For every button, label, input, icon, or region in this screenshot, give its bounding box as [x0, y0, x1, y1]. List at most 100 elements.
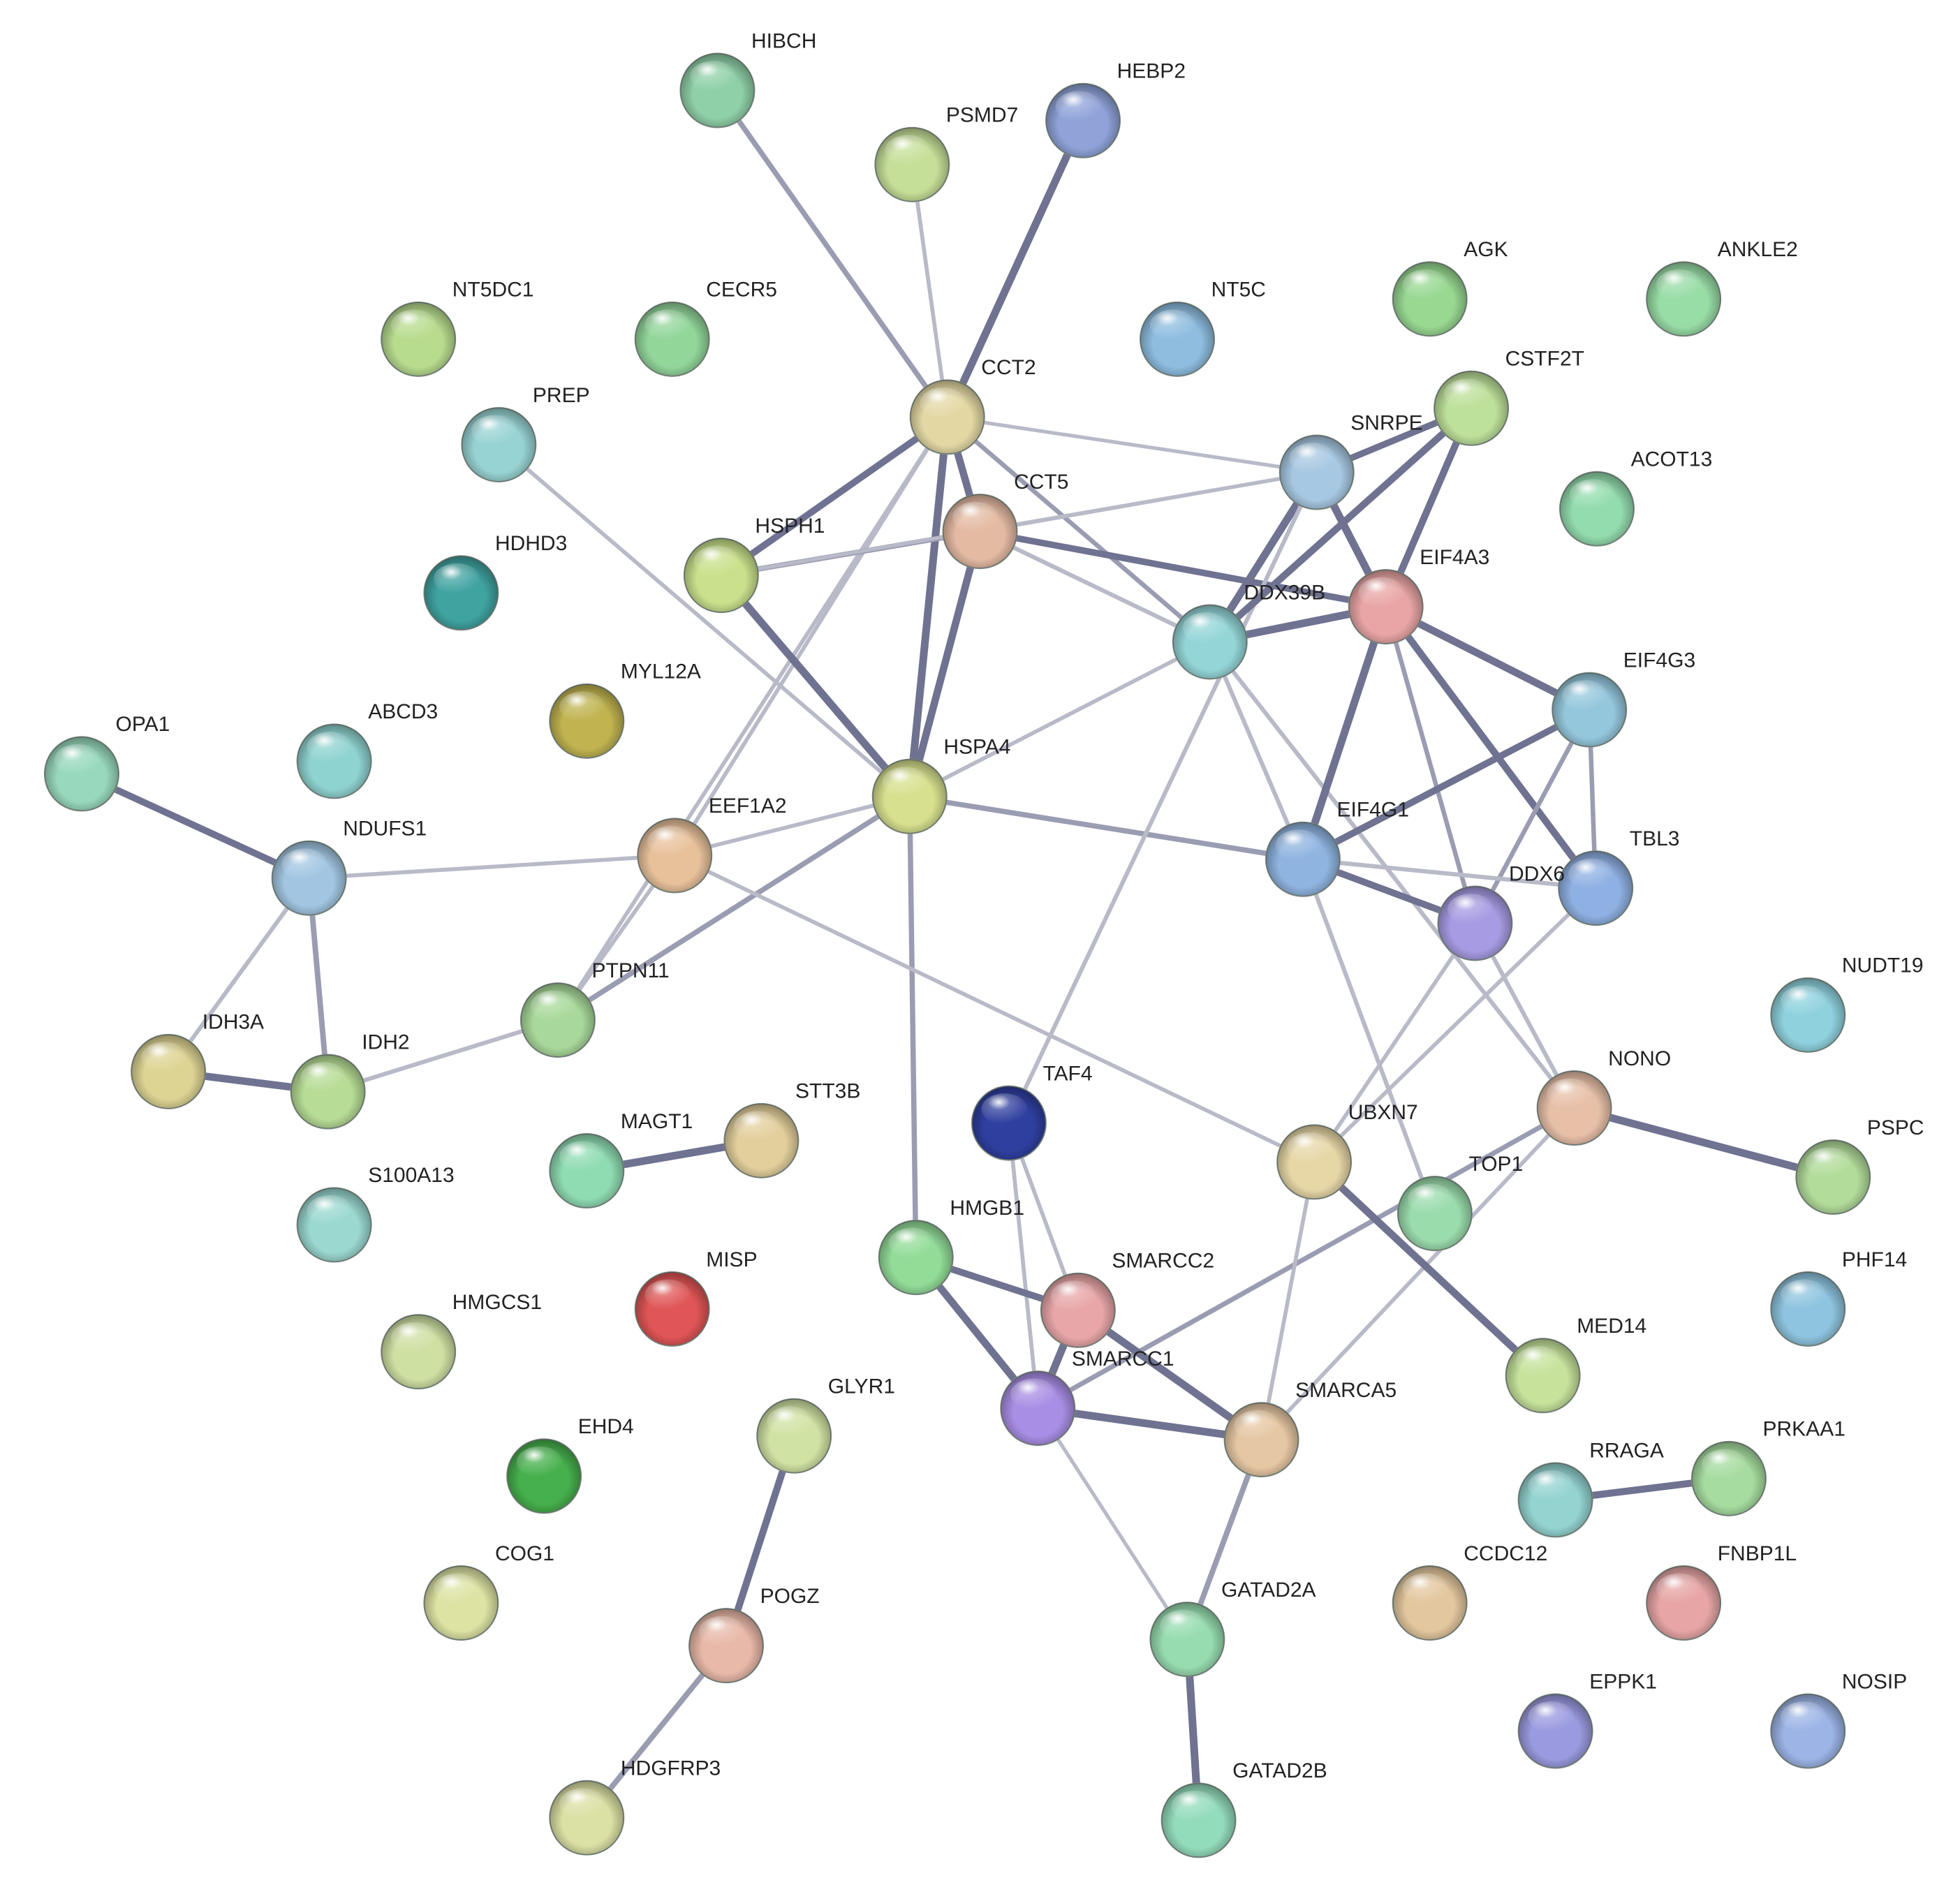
node-hspa4[interactable]: HSPA4 — [871, 736, 1011, 834]
node-ehd4[interactable]: EHD4 — [506, 1415, 634, 1514]
node-nudt19[interactable]: NUDT19 — [1770, 954, 1924, 1053]
node-label: CCT2 — [981, 356, 1036, 379]
node-ccdc12[interactable]: CCDC12 — [1392, 1542, 1548, 1641]
node-highlight — [559, 1788, 605, 1819]
node-pspc1[interactable]: PSPC — [1795, 1116, 1924, 1215]
node-label: EIF4G3 — [1623, 649, 1695, 672]
node-hmgb1[interactable]: HMGB1 — [878, 1197, 1024, 1296]
node-highlight — [390, 1322, 437, 1354]
node-hibch[interactable]: HIBCH — [679, 29, 816, 128]
node-eef1a2[interactable]: EEF1A2 — [637, 795, 787, 894]
node-top1[interactable]: TOP1 — [1397, 1153, 1523, 1252]
node-label: EIF4G1 — [1337, 799, 1409, 822]
node-eif4a3[interactable]: EIF4A3 — [1348, 546, 1490, 645]
node-hebp2[interactable]: HEBP2 — [1045, 60, 1186, 158]
node-smarca5[interactable]: SMARCA5 — [1223, 1379, 1397, 1478]
node-highlight — [1443, 378, 1490, 410]
node-cstf2t[interactable]: CSTF2T — [1434, 348, 1584, 446]
node-cecr5[interactable]: CECR5 — [634, 279, 777, 377]
node-s100a13[interactable]: S100A13 — [296, 1164, 455, 1263]
node-ndufs1[interactable]: NDUFS1 — [271, 818, 427, 916]
node-label: MYL12A — [621, 660, 701, 683]
node-highlight — [1656, 1573, 1702, 1605]
node-label: SNRPE — [1350, 411, 1422, 434]
node-hdhd3[interactable]: HDHD3 — [423, 532, 567, 631]
node-label: MISP — [706, 1248, 757, 1271]
node-label: NT5C — [1211, 279, 1266, 302]
node-pogz[interactable]: POGZ — [688, 1585, 820, 1684]
node-myl12a[interactable]: MYL12A — [549, 660, 701, 759]
node-opa1[interactable]: OPA1 — [43, 713, 170, 812]
node-highlight — [434, 563, 480, 595]
node-cog1[interactable]: COG1 — [423, 1542, 554, 1641]
node-ddx39b[interactable]: DDX39B — [1172, 581, 1325, 680]
node-nosip[interactable]: NOSIP — [1770, 1670, 1907, 1769]
node-smarcc1[interactable]: SMARCC1 — [1000, 1347, 1174, 1447]
node-highlight — [888, 1227, 935, 1259]
node-smarcc2[interactable]: SMARCC2 — [1040, 1250, 1214, 1348]
node-highlight — [471, 415, 517, 447]
node-highlight — [559, 1141, 605, 1173]
node-gatad2b[interactable]: GATAD2B — [1160, 1759, 1327, 1858]
node-idh2[interactable]: IDH2 — [290, 1030, 410, 1130]
node-highlight — [920, 387, 966, 419]
node-nt5dc1[interactable]: NT5DC1 — [381, 279, 533, 377]
node-acot13[interactable]: ACOT13 — [1559, 448, 1713, 547]
node-label: UBXN7 — [1348, 1101, 1418, 1124]
node-cct2[interactable]: CCT2 — [909, 356, 1036, 455]
node-highlight — [54, 744, 101, 776]
node-glyr1[interactable]: GLYR1 — [756, 1375, 895, 1474]
node-eif4g1[interactable]: EIF4G1 — [1265, 799, 1409, 897]
node-fnbp1l[interactable]: FNBP1L — [1646, 1542, 1797, 1641]
node-ddx6[interactable]: DDX6 — [1437, 862, 1565, 961]
node-taf4[interactable]: TAF4 — [971, 1062, 1093, 1161]
node-ptpn11[interactable]: PTPN11 — [520, 959, 670, 1058]
node-med14[interactable]: MED14 — [1505, 1315, 1647, 1414]
node-label: S100A13 — [368, 1164, 454, 1187]
edge-cstf2t-ddx39b — [1207, 406, 1474, 645]
node-highlight — [1402, 1573, 1449, 1605]
node-highlight — [1010, 1378, 1056, 1410]
edge-hebp2-cct2 — [943, 119, 1087, 419]
edge-eif4a3-tbl3 — [1383, 605, 1599, 891]
node-label: NOSIP — [1842, 1670, 1907, 1693]
node-abcd3[interactable]: ABCD3 — [296, 700, 439, 799]
node-prkaa1[interactable]: PRKAA1 — [1690, 1418, 1845, 1516]
node-rraga[interactable]: RRAGA — [1517, 1439, 1664, 1538]
node-stt3b[interactable]: STT3B — [723, 1080, 860, 1178]
node-gatad2a[interactable]: GATAD2A — [1149, 1579, 1316, 1678]
node-highlight — [1050, 1280, 1097, 1312]
node-ubxn7[interactable]: UBXN7 — [1276, 1101, 1418, 1200]
node-agk[interactable]: AGK — [1392, 238, 1508, 337]
node-highlight — [1402, 269, 1449, 301]
node-highlight — [644, 309, 691, 341]
node-hdgfrp3[interactable]: HDGFRP3 — [549, 1757, 721, 1856]
edge-nono-smarcc1 — [1036, 1105, 1576, 1411]
node-hmgcs1[interactable]: HMGCS1 — [381, 1291, 542, 1390]
node-label: PTPN11 — [591, 959, 669, 982]
node-highlight — [647, 825, 693, 857]
edge-eef1a2-ubxn7 — [674, 853, 1316, 1164]
node-ankle2[interactable]: ANKLE2 — [1646, 238, 1798, 337]
edge-cct5-eif4a3 — [979, 528, 1387, 610]
node-magt1[interactable]: MAGT1 — [549, 1110, 693, 1209]
node-snrpe[interactable]: SNRPE — [1279, 411, 1423, 510]
node-label: ACOT13 — [1631, 448, 1713, 471]
node-nt5c[interactable]: NT5C — [1139, 279, 1266, 377]
node-nono[interactable]: NONO — [1536, 1047, 1672, 1146]
node-psmd7[interactable]: PSMD7 — [874, 104, 1018, 202]
node-misp[interactable]: MISP — [634, 1248, 758, 1347]
node-cct5[interactable]: CCT5 — [942, 471, 1069, 570]
node-eppk1[interactable]: EPPK1 — [1517, 1670, 1657, 1769]
node-idh3a[interactable]: IDH3A — [131, 1011, 264, 1109]
edge-eif4g3-ddx6 — [1473, 709, 1592, 925]
node-eif4g3[interactable]: EIF4G3 — [1552, 649, 1695, 748]
node-phf14[interactable]: PHF14 — [1770, 1248, 1907, 1347]
node-label: HDGFRP3 — [621, 1757, 721, 1780]
node-label: NDUFS1 — [343, 818, 427, 841]
node-prep[interactable]: PREP — [461, 384, 590, 482]
node-hsph1[interactable]: HSPH1 — [683, 515, 825, 614]
node-label: HEBP2 — [1117, 60, 1186, 83]
node-tbl3[interactable]: TBL3 — [1558, 827, 1679, 926]
node-highlight — [885, 135, 931, 166]
